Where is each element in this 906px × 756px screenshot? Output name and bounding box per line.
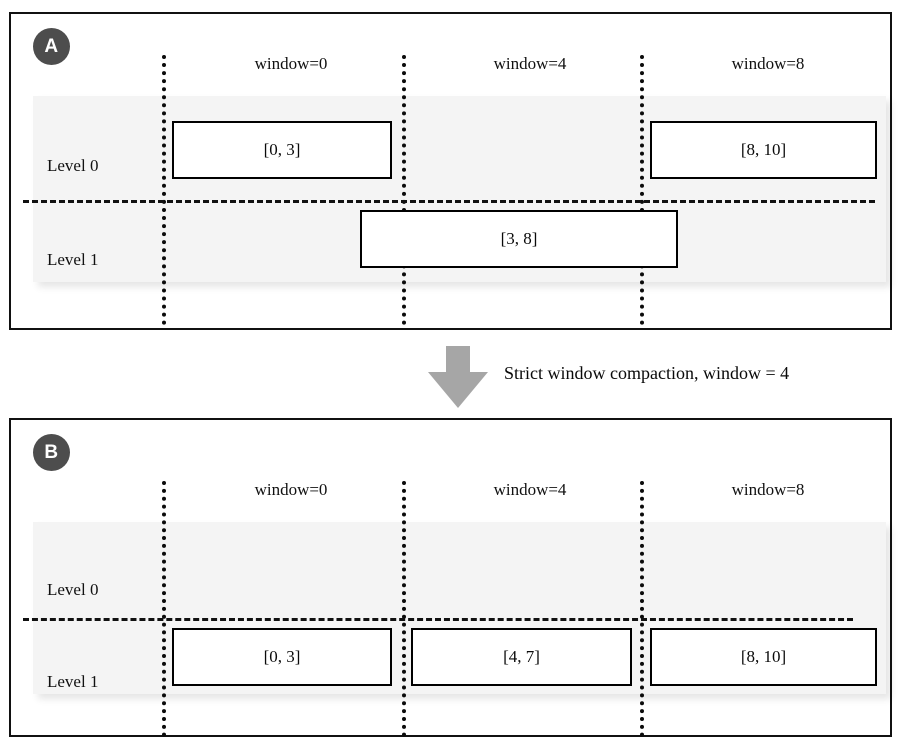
panel-b-window-boundary-4: [402, 481, 406, 737]
panel-a-column-header-window8: window=8: [731, 54, 805, 73]
panel-b-level-divider: [23, 618, 853, 621]
arrow-shaft: [446, 346, 470, 374]
panel-b-column-header-window8: window=8: [731, 480, 805, 499]
panel-a-column-header-window4: window=4: [493, 54, 567, 73]
transition-group: Strict window compaction, window = 4: [0, 340, 906, 416]
panel-b-badge: B: [33, 434, 70, 471]
transition-caption: Strict window compaction, window = 4: [504, 363, 790, 383]
panel-a-window-boundary-8: [640, 55, 644, 325]
panel-b-level-label-1: Level 1: [47, 672, 99, 691]
panel-a-badge: A: [33, 28, 70, 65]
panel-a-interval-box-0-3: [0, 3]: [172, 121, 392, 179]
panel-b-column-header-window4: window=4: [493, 480, 567, 499]
arrow-head: [428, 372, 488, 408]
panel-a-level-divider: [23, 200, 875, 203]
panel-b-interval-box-4-7: [4, 7]: [411, 628, 632, 686]
panel-a: A window=0 window=4 window=8 Level 0 Lev…: [9, 12, 892, 330]
panel-a-level-label-1: Level 1: [47, 250, 99, 269]
panel-b-column-header-window0: window=0: [254, 480, 328, 499]
panel-a-column-header-window0: window=0: [254, 54, 328, 73]
panel-a-level-label-0: Level 0: [47, 156, 99, 175]
arrow-down-icon: [428, 346, 488, 408]
panel-a-window-boundary-0: [162, 55, 166, 325]
panel-a-window-boundary-4: [402, 55, 406, 325]
panel-b-level-label-0: Level 0: [47, 580, 99, 599]
panel-a-interval-box-8-10: [8, 10]: [650, 121, 877, 179]
panel-b-window-boundary-8: [640, 481, 644, 737]
panel-b-interval-box-0-3: [0, 3]: [172, 628, 392, 686]
panel-b: B window=0 window=4 window=8 Level 0 Lev…: [9, 418, 892, 737]
panel-a-interval-box-3-8: [3, 8]: [360, 210, 678, 268]
panel-b-window-boundary-0: [162, 481, 166, 737]
panel-b-interval-box-8-10: [8, 10]: [650, 628, 877, 686]
